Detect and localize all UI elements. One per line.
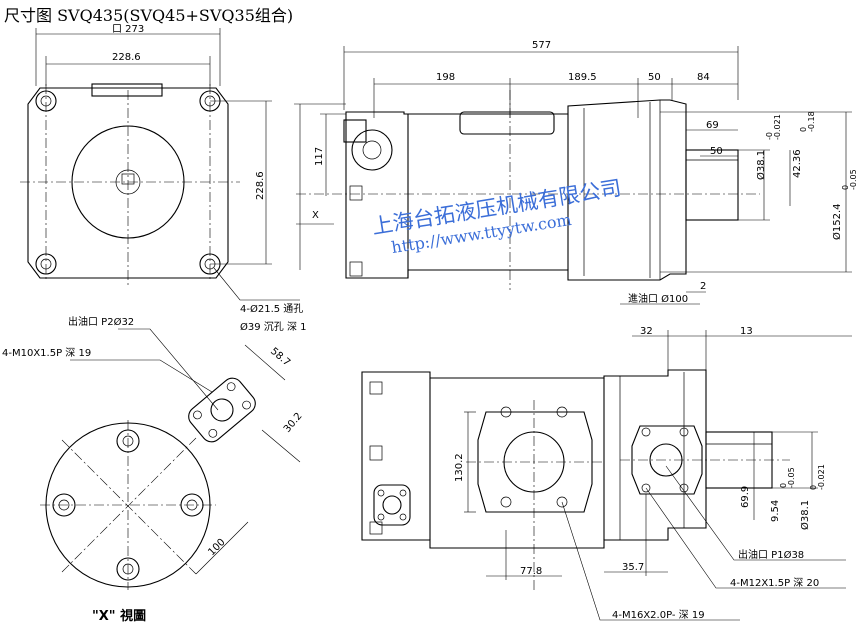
dim-shaft-50: 50 xyxy=(710,146,723,157)
dim-flange-228-top: 228.6 xyxy=(112,52,141,63)
dim-58-7: 58.7 xyxy=(268,346,292,369)
dim-flange-228-right: 228.6 xyxy=(255,171,266,200)
dim-13: 13 xyxy=(740,326,753,337)
x-view-outlet-label: 出油口 P2Ø32 xyxy=(68,315,134,328)
drawing-title: 尺寸图 SVQ435(SVQ45+SVQ35组合) xyxy=(4,6,294,25)
dim-dia-38-tol-l: -0.021 xyxy=(773,114,782,140)
dim-9-54-tol-l: -0.05 xyxy=(787,467,796,488)
dim-dia-38: Ø38.1 xyxy=(755,150,767,180)
watermark: 上海台拓液压机械有限公司 http://www.ttyytw.com xyxy=(370,176,623,257)
dim-117: 117 xyxy=(314,147,325,166)
dim-38-1-tol-u: 0 xyxy=(809,485,818,490)
dim-dia-152-tol-l: -0.05 xyxy=(849,169,858,190)
dim-9-54-tol-u: 0 xyxy=(779,483,788,488)
thread-m12-label: 4-M12X1.5P 深 20 xyxy=(730,577,819,589)
dim-577: 577 xyxy=(532,40,551,51)
holes-note-1: 4-Ø21.5 通孔 xyxy=(240,303,303,315)
x-view: 出油口 P2Ø32 4-M10X1.5P 深 19 58.7 30.2 100 … xyxy=(2,315,305,624)
dim-key-42-tol-u: 0 xyxy=(799,127,808,132)
x-view-thread-label: 4-M10X1.5P 深 19 xyxy=(2,347,91,359)
dim-dia-152: Ø152.4 xyxy=(831,204,843,241)
side-view: 577 198 189.5 50 84 117 X xyxy=(294,40,858,305)
dim-50: 50 xyxy=(648,72,661,83)
dim-dia-152-tol-u: 0 xyxy=(841,185,850,190)
dim-130-2: 130.2 xyxy=(454,453,465,482)
dim-dia-38-tol-u: -0 xyxy=(765,132,774,140)
dim-189-5: 189.5 xyxy=(568,72,597,83)
x-view-label: "X" 視圖 xyxy=(92,608,146,624)
dim-100: 100 xyxy=(206,537,227,558)
outlet-p1-label: 出油口 P1Ø38 xyxy=(738,548,804,561)
dim-35-7: 35.7 xyxy=(622,562,644,573)
dim-77-8: 77.8 xyxy=(520,566,542,577)
dim-84: 84 xyxy=(697,72,710,83)
dim-30-2: 30.2 xyxy=(282,411,305,435)
inlet-label: 進油口 Ø100 xyxy=(628,292,688,305)
dim-69-9: 69.9 xyxy=(740,486,751,508)
dim-38-1-tol-l: -0.021 xyxy=(817,464,826,490)
arrow-x: X xyxy=(312,210,319,221)
dim-key-42-tol-l: -0.18 xyxy=(807,111,816,132)
dim-key-42: 42.36 xyxy=(792,149,803,178)
bottom-view: 32 13 130.2 xyxy=(361,326,852,621)
thread-m16-label: 4-M16X2.0P- 深 19 xyxy=(612,609,705,621)
dim-38-1: Ø38.1 xyxy=(799,500,811,530)
dim-9-54: 9.54 xyxy=(770,500,781,522)
dim-2: 2 xyxy=(700,281,706,292)
dim-32: 32 xyxy=(640,326,653,337)
dim-69: 69 xyxy=(706,120,719,131)
dim-198: 198 xyxy=(436,72,455,83)
holes-note-2: Ø39 沉孔 深 1 xyxy=(240,320,307,333)
dim-flange-273: 口 273 xyxy=(112,24,144,35)
front-view: 口 273 228.6 228.6 4-Ø21.5 通孔 Ø39 沉孔 深 1 xyxy=(20,24,307,333)
